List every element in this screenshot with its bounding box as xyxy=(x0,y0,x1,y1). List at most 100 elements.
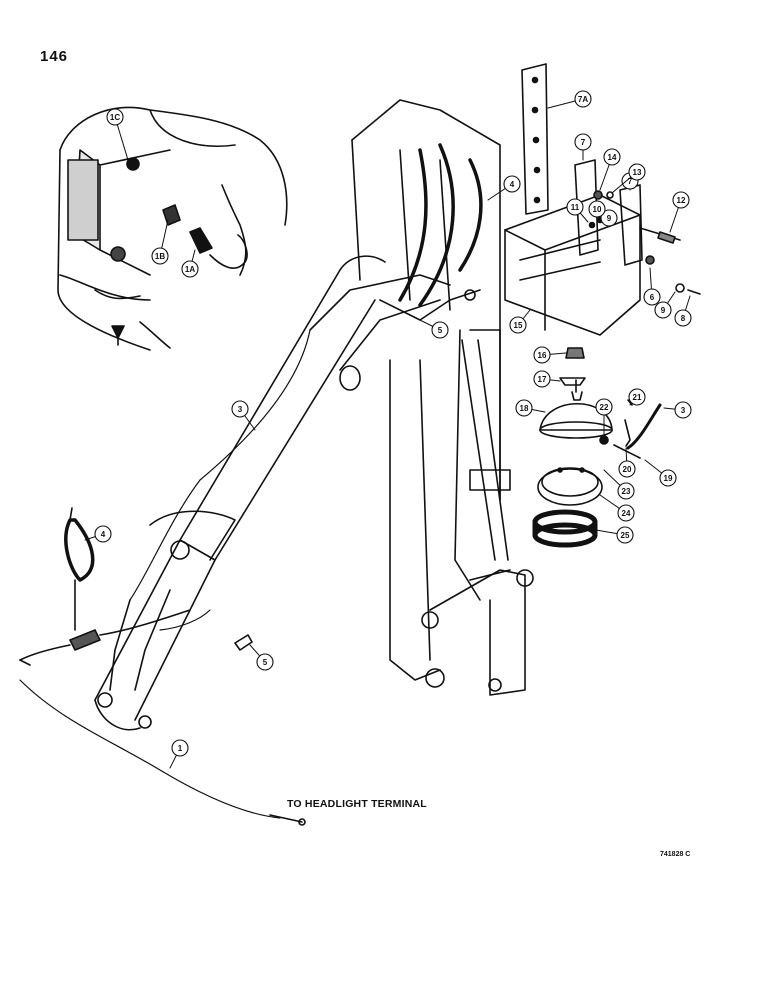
callout-label-16: 16 xyxy=(538,351,547,360)
callout-label-5-boom: 5 xyxy=(438,326,443,335)
callout-21: 21 xyxy=(628,388,646,406)
callout-label-13: 13 xyxy=(633,168,642,177)
callout-18: 18 xyxy=(515,399,546,417)
callout-label-4-left: 4 xyxy=(101,530,106,539)
callout-circle-16 xyxy=(533,346,551,364)
callout-circle-3-boom xyxy=(231,400,249,418)
callout-label-1: 1 xyxy=(178,744,183,753)
callout-9-bottom: 9 xyxy=(654,291,676,319)
callout-label-7-right: 7 xyxy=(628,177,633,186)
callout-label-18: 18 xyxy=(520,404,529,413)
callout-circle-4-top xyxy=(503,175,521,193)
callout-8: 8 xyxy=(674,295,692,327)
callout-label-21: 21 xyxy=(633,393,642,402)
callout-14: 14 xyxy=(599,148,621,191)
callout-label-15: 15 xyxy=(514,321,523,330)
callout-circle-6 xyxy=(643,288,661,306)
callout-7-left: 7 xyxy=(574,133,592,161)
callout-label-14: 14 xyxy=(608,153,617,162)
callout-1a: 1A xyxy=(181,249,199,278)
callout-label-3-light: 3 xyxy=(681,406,686,415)
callout-17: 17 xyxy=(533,370,561,388)
callout-23: 23 xyxy=(603,469,635,500)
callout-circle-8 xyxy=(674,309,692,327)
callout-4-left: 4 xyxy=(84,525,112,543)
callout-circle-1c xyxy=(106,108,124,126)
callout-circle-18 xyxy=(515,399,533,417)
callout-label-7a: 7A xyxy=(578,95,588,104)
callout-label-11: 11 xyxy=(571,203,580,212)
callout-label-9-bottom: 9 xyxy=(661,306,666,315)
callout-circle-21 xyxy=(628,388,646,406)
callout-label-22: 22 xyxy=(600,403,609,412)
callout-circle-1a xyxy=(181,260,199,278)
callout-circle-10 xyxy=(588,200,606,218)
callout-1: 1 xyxy=(169,739,189,769)
callout-7a: 7A xyxy=(547,90,592,109)
callout-circle-5-boom xyxy=(431,321,449,339)
callout-3-boom: 3 xyxy=(231,400,256,431)
callout-label-1b: 1B xyxy=(155,252,165,261)
callout-15: 15 xyxy=(509,309,531,334)
callout-circle-17 xyxy=(533,370,551,388)
callout-19: 19 xyxy=(644,459,677,487)
callout-label-6: 6 xyxy=(650,293,655,302)
light-bracket xyxy=(504,159,701,336)
callout-circle-23 xyxy=(617,482,635,500)
callout-circle-14 xyxy=(603,148,621,166)
callout-12: 12 xyxy=(669,191,690,233)
callout-circle-3-light xyxy=(674,401,692,419)
callout-5-boom: 5 xyxy=(419,319,449,339)
callout-circle-7-left xyxy=(574,133,592,151)
callout-label-7-left: 7 xyxy=(581,138,586,147)
callout-circle-20 xyxy=(618,460,636,478)
boom-assembly xyxy=(94,99,534,731)
callout-label-1a: 1A xyxy=(185,265,195,274)
callout-16: 16 xyxy=(533,346,567,364)
callout-circle-1 xyxy=(171,739,189,757)
wire-harness xyxy=(19,329,311,826)
callout-circle-9-bottom xyxy=(654,301,672,319)
callout-label-17: 17 xyxy=(538,375,547,384)
work-light-assembly xyxy=(532,347,662,548)
callout-11: 11 xyxy=(566,198,589,223)
callout-circle-9-top xyxy=(600,209,618,227)
callout-25: 25 xyxy=(595,526,634,544)
callout-10: 10 xyxy=(588,200,606,221)
callout-circle-1b xyxy=(151,247,169,265)
callout-circle-12 xyxy=(672,191,690,209)
callout-label-9-top: 9 xyxy=(607,214,612,223)
callout-5-clip: 5 xyxy=(249,644,274,671)
strap-7a xyxy=(521,63,549,215)
callout-1b: 1B xyxy=(151,219,169,265)
callout-label-1c: 1C xyxy=(110,113,120,122)
callout-circle-4-left xyxy=(94,525,112,543)
callout-label-3-boom: 3 xyxy=(238,405,243,414)
callout-22: 22 xyxy=(595,398,613,439)
callout-label-25: 25 xyxy=(621,531,630,540)
callout-9-top: 9 xyxy=(600,209,618,227)
callout-label-20: 20 xyxy=(623,465,632,474)
callout-24: 24 xyxy=(599,494,635,522)
callout-1c: 1C xyxy=(106,108,129,161)
dashboard-inset xyxy=(57,106,288,351)
callout-circle-24 xyxy=(617,504,635,522)
drawing-reference-code: 741828 C xyxy=(660,851,691,858)
callout-circle-15 xyxy=(509,316,527,334)
callout-4-top: 4 xyxy=(487,175,521,201)
callout-20: 20 xyxy=(618,447,636,478)
callout-label-19: 19 xyxy=(664,474,673,483)
callout-3-light: 3 xyxy=(663,401,692,419)
callout-circle-7a xyxy=(574,90,592,108)
callout-circle-25 xyxy=(616,526,634,544)
callout-6: 6 xyxy=(643,267,661,306)
callout-label-10: 10 xyxy=(593,205,602,214)
callout-circle-22 xyxy=(595,398,613,416)
callout-label-24: 24 xyxy=(622,509,631,518)
callout-circle-13 xyxy=(628,163,646,181)
page-number: 146 xyxy=(40,48,69,65)
callout-label-12: 12 xyxy=(677,196,686,205)
callout-label-23: 23 xyxy=(622,487,631,496)
